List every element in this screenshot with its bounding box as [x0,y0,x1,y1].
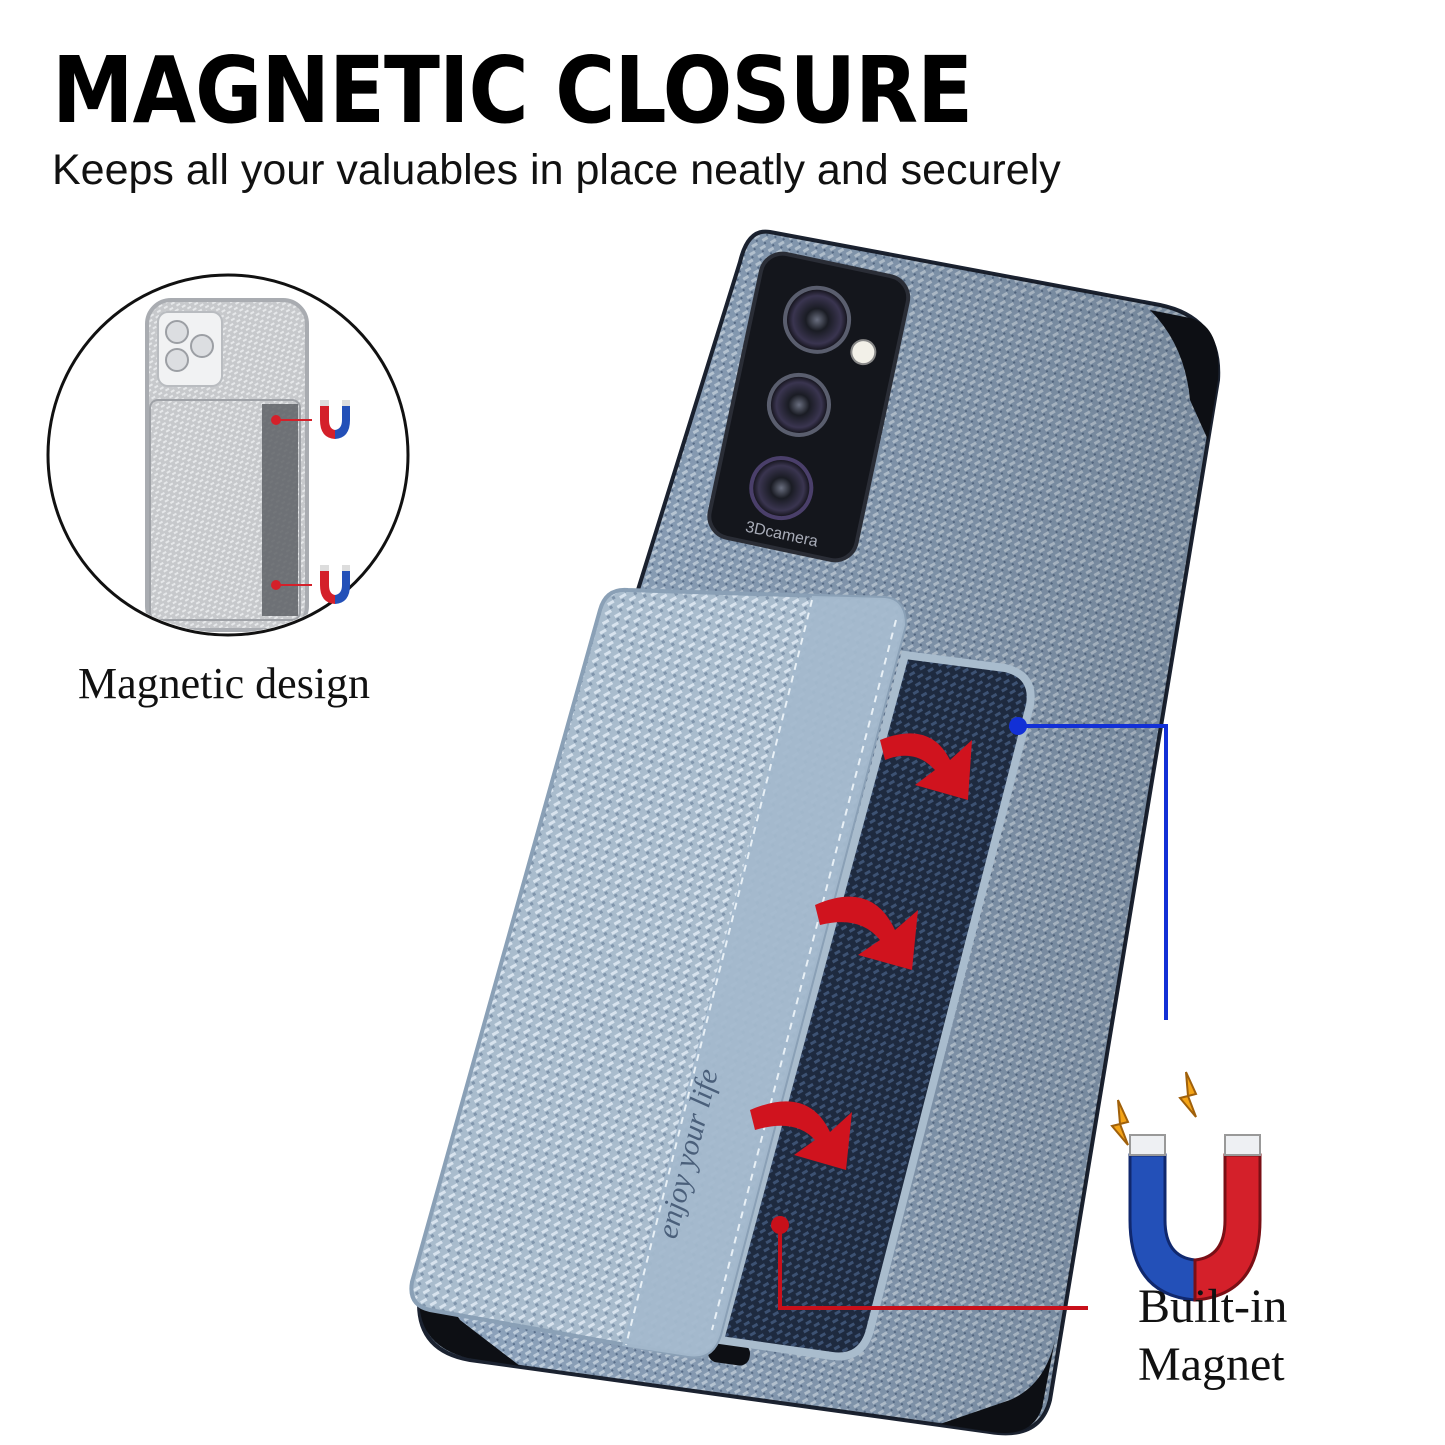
magnet-callout-lines [771,717,1168,1310]
callout-line-1: Built-in [1138,1280,1288,1333]
flash [850,339,877,366]
headline: MAGNETIC CLOSURE [52,38,973,145]
magnetic-flap: enjoy your life [409,587,908,1359]
inset-magnet-pointer [271,415,312,590]
callout-line-2: Magnet [1138,1338,1285,1391]
camera-lens [766,372,831,437]
camera-lens [783,285,852,354]
subtitle: Keeps all your valuables in place neatly… [52,146,1061,194]
phone-case: 3Dcamera enjoy your life [409,229,1221,1436]
curved-arrow-icon [750,733,972,1170]
flap-strap [622,596,905,1357]
magnet-icon [1128,1134,1262,1302]
magnet-icon [320,565,350,604]
inset-caption: Magnetic design [78,659,371,708]
corner-bumper [1150,310,1219,440]
inset-magnetic-design [46,273,410,637]
card-pocket [714,650,1035,1361]
lightning-icon [1110,1071,1198,1146]
camera-module: 3Dcamera [707,251,911,563]
corner-bumper [419,1230,520,1366]
magnet-icon [320,400,350,439]
magnet-callout-caption: Built-in Magnet [1138,1278,1287,1394]
corner-bumper [940,1340,1055,1433]
camera-lens [749,456,814,521]
